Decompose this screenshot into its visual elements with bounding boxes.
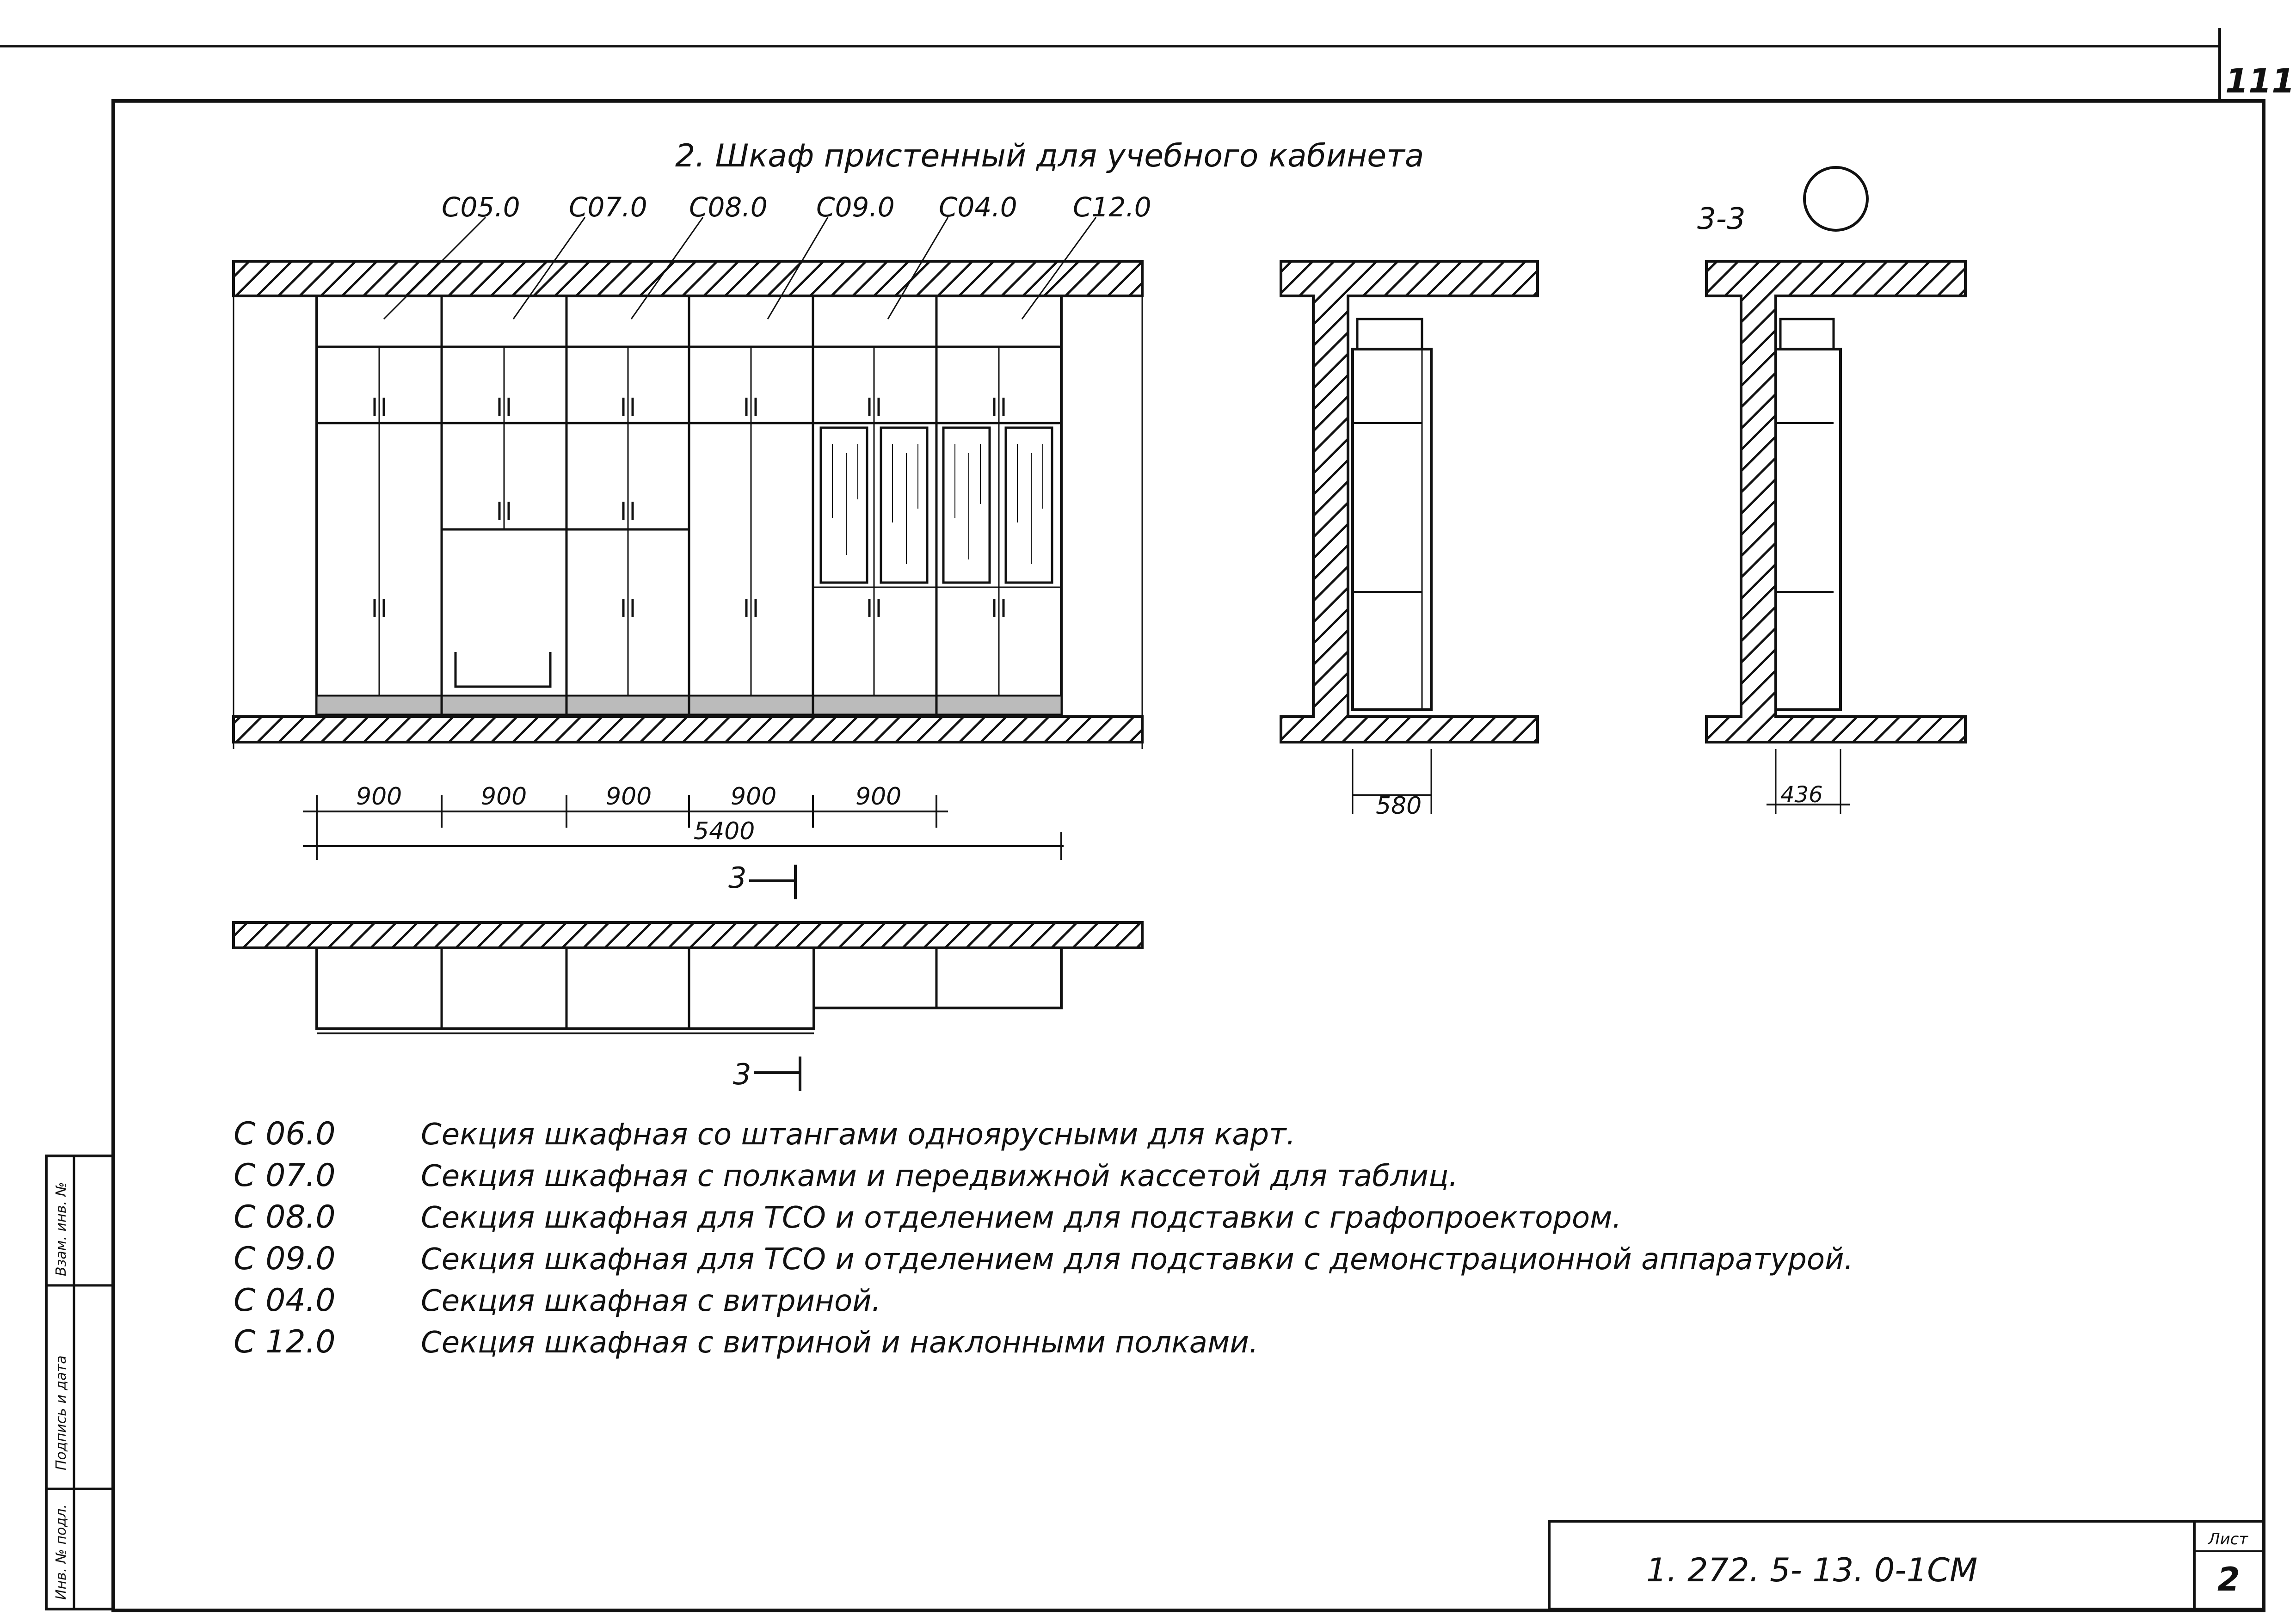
- side-section-1: 580: [1280, 260, 1539, 820]
- list-number: 2: [2217, 1561, 2240, 1598]
- legend-text-3: Секция шкафная для ТСО и отделением для …: [421, 1201, 1622, 1235]
- dimension-5: 900: [856, 783, 901, 811]
- section-code-6: С12.0: [1073, 191, 1151, 223]
- sheet-title: 2. Шкаф пристенный для учебного кабинета: [675, 138, 1424, 174]
- section-code-2: С07.0: [569, 191, 647, 223]
- dimension-4: 900: [731, 783, 776, 811]
- total-dimension: 5400: [694, 817, 755, 845]
- drawing-code: 1. 272. 5- 13. 0-1СМ: [1646, 1551, 1977, 1589]
- stamp-vzam-inv: Взам. инв. №: [53, 1182, 69, 1276]
- legend-text-6: Секция шкафная с витриной и наклонными п…: [421, 1326, 1258, 1360]
- legend-text-2: Секция шкафная с полками и передвижной к…: [421, 1159, 1458, 1193]
- door-handles: [373, 398, 1005, 617]
- front-view: С05.0 С07.0 С08.0 С09.0 С04.0 С12.0 900 …: [232, 191, 1151, 860]
- section-code-3: С08.0: [689, 191, 768, 223]
- section-code-1: С05.0: [442, 191, 520, 223]
- sheet-frame: [0, 28, 2265, 1612]
- plan-view: 3 3: [232, 861, 1144, 1091]
- legend-text-4: Секция шкафная для ТСО и отделением для …: [421, 1242, 1853, 1277]
- legend-code-4: С 09.0: [234, 1241, 336, 1277]
- section-view-label: 3-3: [1697, 202, 1746, 236]
- section-code-5: С04.0: [939, 191, 1017, 223]
- side-section-2: 3-3 436: [1697, 166, 1967, 814]
- depth-dimension-1: 580: [1376, 792, 1422, 820]
- dimension-1: 900: [356, 783, 402, 811]
- dimension-3: 900: [606, 783, 652, 811]
- legend-code-3: С 08.0: [234, 1199, 336, 1235]
- stamp-podpis-data: Подпись и дата: [53, 1356, 69, 1471]
- list-label: Лист: [2207, 1530, 2248, 1548]
- side-stamp: Взам. инв. № Подпись и дата Инв. № подл.: [45, 1155, 115, 1610]
- page-number: 111: [2225, 61, 2295, 100]
- ceiling-slab: [232, 260, 1144, 297]
- legend: С 06.0 Секция шкафная со штангами однояр…: [234, 1116, 1853, 1360]
- legend-code-1: С 06.0: [234, 1116, 336, 1152]
- vitrine-glass: [819, 426, 1053, 584]
- legend-code-6: С 12.0: [234, 1324, 336, 1360]
- legend-text-5: Секция шкафная с витриной.: [421, 1284, 881, 1318]
- legend-code-2: С 07.0: [234, 1157, 336, 1194]
- dimension-2: 900: [481, 783, 527, 811]
- dimension-lines: [303, 795, 1064, 860]
- section-cut-label-bottom: 3: [733, 1057, 751, 1091]
- legend-text-1: Секция шкафная со штангами одноярусными …: [421, 1118, 1296, 1152]
- rotation-symbol: [1803, 166, 1869, 232]
- legend-code-5: С 04.0: [234, 1282, 336, 1319]
- title-block: 1. 272. 5- 13. 0-1СМ Лист 2: [1548, 1520, 2265, 1610]
- depth-dimension-2: 436: [1780, 782, 1823, 808]
- section-code-4: С09.0: [816, 191, 895, 223]
- stamp-inv-podl: Инв. № подл.: [53, 1504, 69, 1600]
- section-cut-label-top: 3: [728, 861, 746, 895]
- floor-slab: [232, 715, 1144, 743]
